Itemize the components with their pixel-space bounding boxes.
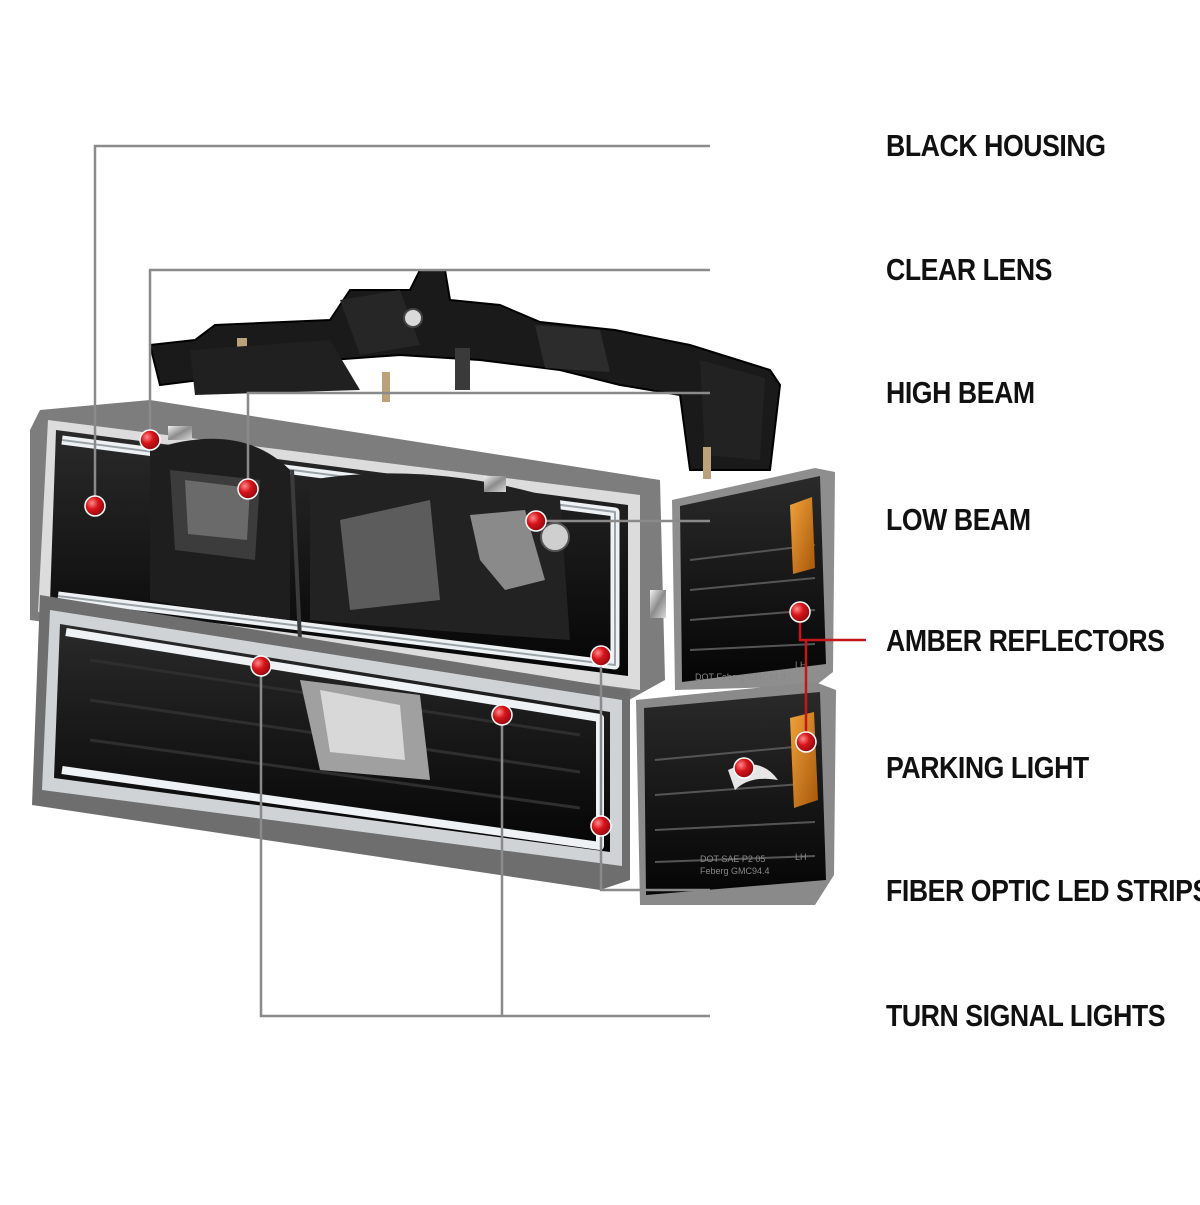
turn-signal-housing bbox=[32, 595, 630, 890]
corner-marker-light: DOT Feberg GMC94.9 LH bbox=[672, 468, 835, 690]
callout-dot-high-beam bbox=[237, 478, 259, 500]
housing-clip bbox=[484, 476, 506, 492]
callout-dot-fiber-bottom bbox=[590, 815, 612, 837]
label-fiber-optic-led-strips: FIBER OPTIC LED STRIPS bbox=[886, 873, 1200, 908]
lens-marking-side: LH bbox=[795, 660, 807, 670]
callout-dot-amber-bottom bbox=[795, 731, 817, 753]
callout-dots bbox=[84, 429, 817, 837]
mount-hole bbox=[403, 308, 423, 328]
callout-dot-low-beam bbox=[525, 510, 547, 532]
callout-dot-fiber-top bbox=[590, 645, 612, 667]
lens-marking: Feberg GMC94.4 bbox=[700, 866, 770, 876]
lens-marking: DOT SAE P2 05 bbox=[700, 854, 765, 864]
label-high-beam: HIGH BEAM bbox=[886, 375, 1035, 410]
parking-light: DOT SAE P2 05 Feberg GMC94.4 LH bbox=[636, 682, 836, 905]
label-low-beam: LOW BEAM bbox=[886, 502, 1031, 537]
leader-lines bbox=[93, 144, 866, 1018]
lens-marking: DOT Feberg GMC94.9 bbox=[695, 672, 786, 682]
lens-rib bbox=[689, 544, 816, 651]
lens-marking-side: LH bbox=[795, 852, 807, 862]
callout-dot-amber-top bbox=[789, 601, 811, 623]
leader-line-black-housing bbox=[93, 144, 710, 506]
amber-reflector bbox=[790, 497, 815, 574]
leader-line-fiber-optic bbox=[599, 656, 710, 892]
bulb-socket bbox=[470, 510, 545, 590]
housing-clip bbox=[168, 426, 192, 440]
callout-dot-turn-left bbox=[250, 655, 272, 677]
label-black-housing: BLACK HOUSING bbox=[886, 128, 1106, 163]
label-clear-lens: CLEAR LENS bbox=[886, 252, 1053, 287]
leader-line-clear-lens bbox=[148, 268, 710, 440]
adjust-screw bbox=[382, 372, 390, 402]
label-parking-light: PARKING LIGHT bbox=[886, 750, 1089, 785]
leader-line-high-beam bbox=[246, 391, 710, 489]
mounting-bracket bbox=[148, 269, 782, 479]
callout-dot-black-housing bbox=[84, 495, 106, 517]
leader-line-turn-signal bbox=[259, 666, 710, 1018]
amber-reflector bbox=[790, 712, 818, 808]
callout-dot-turn-right bbox=[491, 704, 513, 726]
label-amber-reflectors: AMBER REFLECTORS bbox=[886, 623, 1165, 658]
callout-dot-clear-lens bbox=[139, 429, 161, 451]
adjust-screw bbox=[703, 447, 711, 479]
callout-dot-parking-light bbox=[733, 757, 755, 779]
label-turn-signal-lights: TURN SIGNAL LIGHTS bbox=[886, 998, 1166, 1033]
